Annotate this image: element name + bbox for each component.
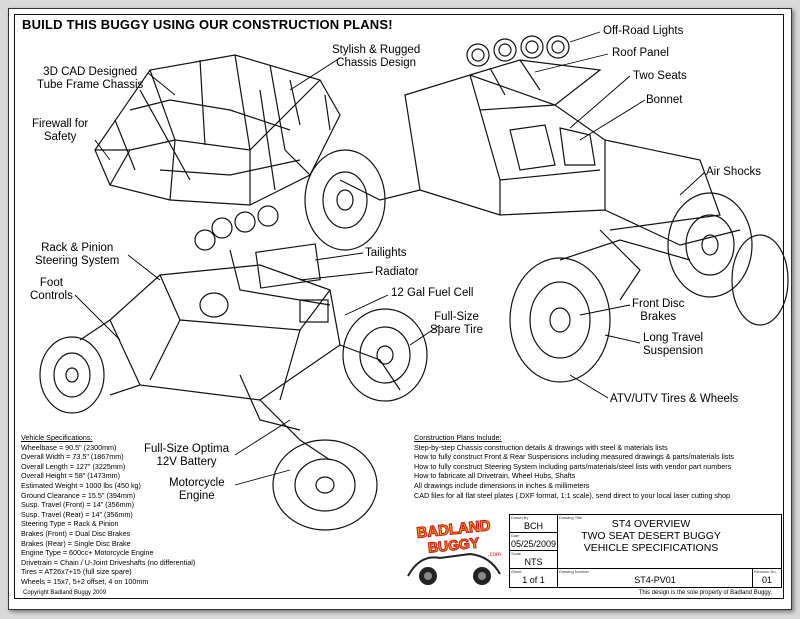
- plans-line: How to fabricate all Drivetrain, Wheel H…: [414, 471, 576, 481]
- callout-radiator: Radiator: [375, 266, 419, 278]
- plans-line: How to fully construct Steering System i…: [414, 461, 732, 471]
- callout-two-seats: Two Seats: [633, 70, 687, 82]
- drawing-number-value: ST4-PV01: [634, 575, 676, 585]
- callout-tailights: Tailights: [365, 247, 407, 259]
- sheet-value: 1 of 1: [522, 575, 545, 585]
- drawn-by-cell: Drawn By BCH: [510, 515, 558, 533]
- callout-battery: Full-Size Optima 12V Battery: [144, 443, 229, 468]
- spec-line: Ground Clearance = 15.5" (394mm): [21, 490, 136, 500]
- tube-frame-chassis-drawing: [94, 54, 341, 206]
- drawing-title-cell: Drawing Title: [558, 515, 781, 569]
- copyright-text: Copyright Badland Buggy 2009: [23, 590, 107, 596]
- spec-line: Drivetrain = Chain / U-Joint Driveshafts…: [21, 557, 196, 567]
- callout-tube-frame: 3D CAD Designed Tube Frame Chassis: [37, 66, 144, 91]
- logo-line2: BUGGY: [427, 534, 480, 555]
- callout-engine: Motorcycle Engine: [169, 477, 225, 502]
- scale-value: NTS: [524, 557, 543, 567]
- callout-spare-tire: Full-Size Spare Tire: [430, 311, 484, 336]
- drawing-number-cell: Drawing Number ST4-PV01: [558, 569, 753, 587]
- spec-line: Brakes (Front) = Dual Disc Brakes: [21, 528, 131, 538]
- callout-foot-controls: Foot Controls: [30, 277, 73, 302]
- construction-plans-list: Construction Plans Include: Step-by-step…: [414, 433, 734, 500]
- spec-line: Overall Width = 73.5" (1867mm): [21, 452, 124, 462]
- drawing-title-value: ST4 OVERVIEW TWO SEAT DESERT BUGGY VEHIC…: [581, 518, 721, 554]
- spec-line: Steering Type = Rack & Pinion: [21, 519, 119, 529]
- vehicle-specifications: Vehicle Specifications: Wheelbase = 90.5…: [21, 433, 195, 587]
- property-text: This design is the sole property of Badl…: [638, 590, 772, 596]
- date-value: 05/25/2009: [510, 539, 557, 549]
- spec-line: Estimated Weight = 1000 lbs (450 kg): [21, 480, 141, 490]
- spec-line: Susp. Travel (Front) = 14" (356mm): [21, 500, 134, 510]
- callout-offroad-lights: Off-Road Lights: [603, 25, 684, 37]
- callout-roof-panel: Roof Panel: [612, 47, 669, 59]
- spec-line: Susp. Travel (Rear) = 14" (356mm): [21, 509, 133, 519]
- spec-line: Engine Type = 600cc+ Motorcycle Engine: [21, 548, 154, 558]
- callout-atv-tires: ATV/UTV Tires & Wheels: [610, 393, 739, 405]
- callout-rack-pinion: Rack & Pinion Steering System: [35, 242, 120, 267]
- right-buggy-drawing: [304, 35, 789, 383]
- date-cell: Date 05/25/2009: [510, 533, 558, 551]
- spec-line: Wheels = 15x7, 5+2 offset, 4 on 100mm: [21, 576, 149, 586]
- logo-sub: .com: [488, 552, 501, 558]
- callout-long-travel: Long Travel Suspension: [643, 332, 704, 357]
- plans-line: How to fully construct Front & Rear Susp…: [414, 452, 734, 462]
- spec-line: Wheelbase = 90.5" (2300mm): [21, 442, 117, 452]
- callout-stylish-chassis: Stylish & Rugged Chassis Design: [332, 44, 421, 69]
- title-block: Drawn By BCH Date 05/25/2009 Scale NTS S…: [509, 514, 782, 588]
- plans-line: CAD files for all flat steel plates (.DX…: [414, 490, 730, 500]
- drawn-by-value: BCH: [523, 521, 543, 531]
- callout-bonnet: Bonnet: [646, 94, 683, 106]
- plans-line: All drawings include dimensions in inche…: [414, 480, 590, 490]
- specs-heading: Vehicle Specifications:: [21, 433, 93, 442]
- spec-line: Overall Length = 127" (3225mm): [21, 461, 126, 471]
- sheet-cell: Sheet 1 of 1: [510, 569, 558, 587]
- plans-heading: Construction Plans Include:: [414, 433, 502, 442]
- revision-value: 01: [761, 575, 772, 585]
- revision-cell: Revision No. 01: [753, 569, 781, 587]
- callout-fuel-cell: 12 Gal Fuel Cell: [391, 287, 474, 299]
- callout-air-shocks: Air Shocks: [706, 166, 761, 178]
- callout-firewall: Firewall for Safety: [32, 118, 89, 143]
- page-title: BUILD THIS BUGGY USING OUR CONSTRUCTION …: [22, 17, 393, 32]
- spec-line: Brakes (Rear) = Single Disc Brake: [21, 538, 131, 548]
- callout-front-disc: Front Disc Brakes: [632, 298, 685, 323]
- plans-line: Step-by-step Chassis construction detail…: [414, 442, 668, 452]
- lower-buggy-drawing: [39, 205, 428, 531]
- spec-line: Overall Height = 58" (1473mm): [21, 471, 121, 481]
- scale-cell: Scale NTS: [510, 551, 558, 569]
- spec-line: Tires = AT26x7+15 (full size spare): [21, 567, 132, 577]
- badland-buggy-logo: BADLAND BUGGY .com: [407, 517, 501, 585]
- drawing-border: [14, 14, 784, 599]
